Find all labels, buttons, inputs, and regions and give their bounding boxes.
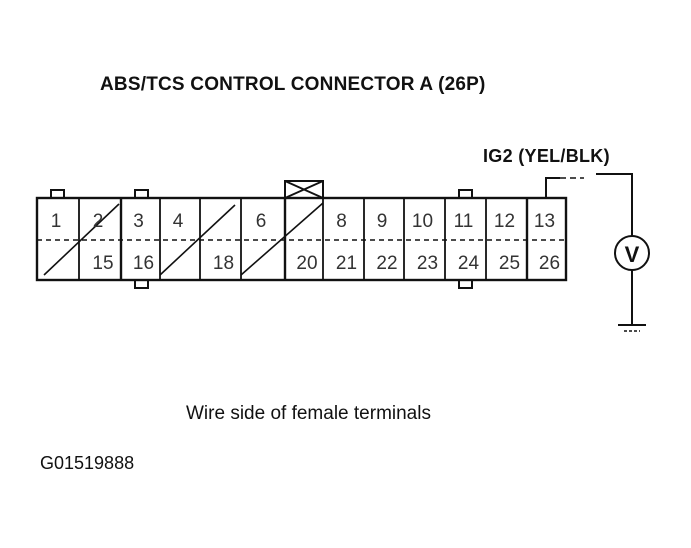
connector-tab (134, 280, 149, 289)
voltmeter-circuit (545, 173, 650, 332)
terminal-2-label: 2 (93, 211, 104, 232)
terminal-10-label: 10 (412, 211, 433, 232)
empty-cavity-slash (43, 203, 120, 276)
empty-cavity-slash (159, 204, 236, 276)
terminal-1-label: 1 (51, 211, 62, 232)
terminal-20-label: 20 (296, 253, 317, 274)
terminal-15-label: 15 (92, 253, 113, 274)
probe-label: IG2 (YEL/BLK) (483, 146, 610, 166)
terminal-3-label: 3 (133, 211, 144, 232)
diagram-title: ABS/TCS CONTROL CONNECTOR A (26P) (100, 74, 486, 95)
terminal-24-label: 24 (458, 253, 480, 274)
diagram-caption: Wire side of female terminals (186, 403, 431, 424)
terminal-26-label: 26 (539, 253, 560, 274)
terminal-22-label: 22 (376, 253, 397, 274)
terminal-13-label: 13 (534, 211, 555, 232)
terminal-25-label: 25 (499, 253, 520, 274)
connector-tab (458, 189, 473, 198)
terminal-12-label: 12 (494, 211, 515, 232)
connector-body (35, 180, 568, 289)
empty-cavity-slash (240, 202, 324, 276)
voltmeter-symbol: V (625, 242, 640, 267)
terminal-4-label: 4 (173, 211, 184, 232)
figure-id: G01519888 (40, 453, 135, 473)
terminal-11-label: 11 (454, 211, 474, 232)
terminal-6-label: 6 (256, 211, 267, 232)
terminal-18-label: 18 (213, 253, 234, 274)
terminal-21-label: 21 (336, 253, 357, 274)
connector-key-cross (284, 180, 324, 199)
connector-tab (134, 189, 149, 198)
probe-lead (545, 177, 560, 198)
connector-tab (50, 189, 65, 198)
terminal-16-label: 16 (133, 253, 154, 274)
terminal-23-label: 23 (417, 253, 438, 274)
connector-key (284, 180, 324, 199)
terminal-9-label: 9 (377, 211, 388, 232)
terminal-8-label: 8 (336, 211, 347, 232)
connector-tab (458, 280, 473, 289)
meter-positive-wire (596, 173, 633, 236)
